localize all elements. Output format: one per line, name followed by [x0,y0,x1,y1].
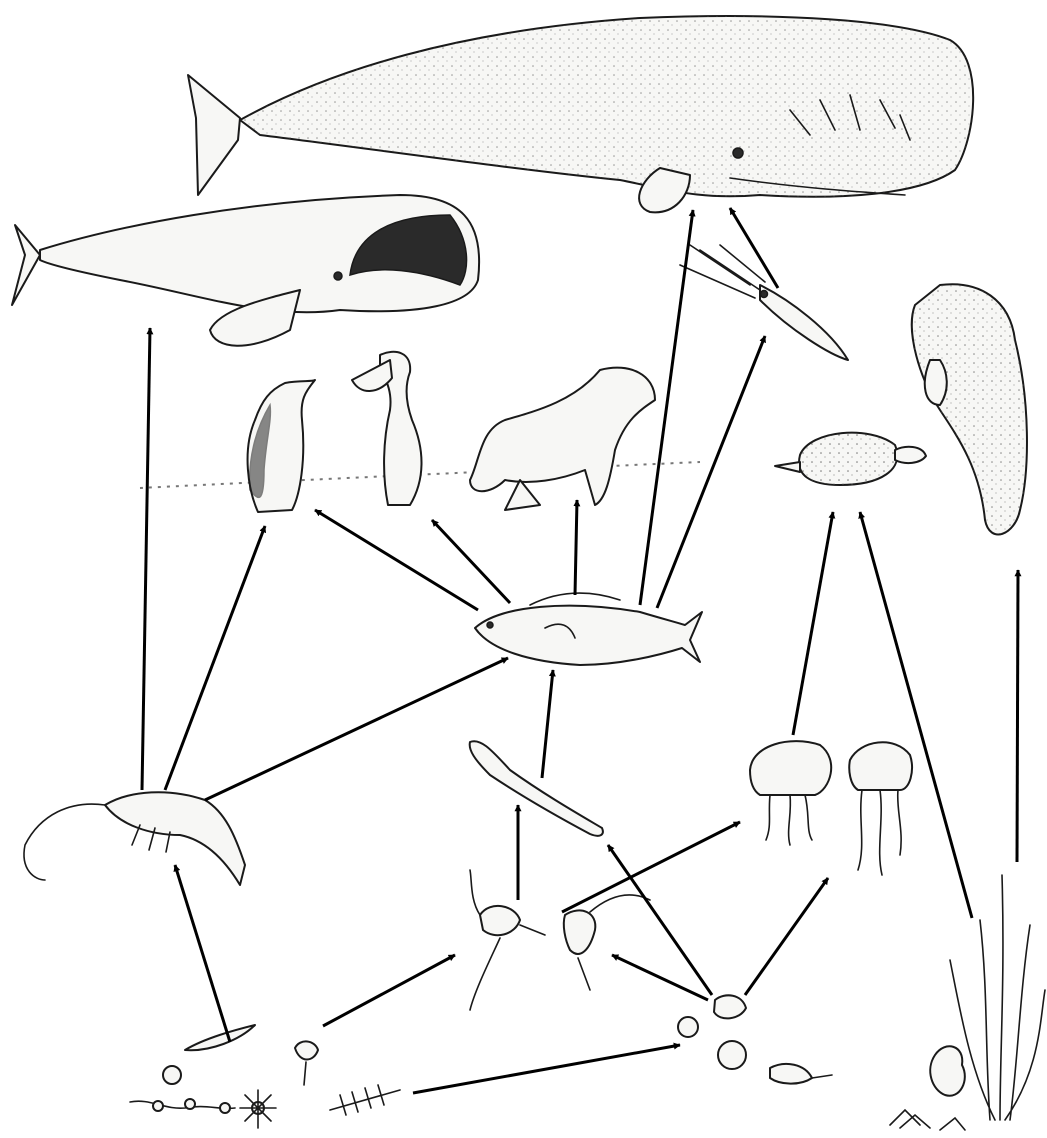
arrow-seagrass-to-sea-turtle [860,512,972,918]
arrow-seagrass-to-manatee [1017,570,1018,862]
arrow-phytoplankton-to-krill [175,865,230,1042]
arrow-fish-to-squid [657,336,765,608]
jellyfish-icon [750,741,912,875]
sea-turtle-icon [775,433,926,485]
pelican-icon [352,352,422,505]
arrow-fish-to-penguin [315,510,478,610]
arrow-krill-to-penguin [165,526,265,790]
arrow-krill-to-fish [205,658,508,800]
penguin-icon [248,380,315,512]
arrow-arrow-worm-to-fish [542,670,553,778]
phytoplankton-icon [130,1025,400,1128]
arrow-larvae-to-arrow-worm [608,845,712,995]
arrow-copepods-to-jellyfish [562,822,740,912]
copepod-icon [470,870,650,1010]
manatee-icon [912,284,1027,534]
krill-icon [24,792,245,885]
arrow-phytoplankton-to-copepods [323,955,455,1026]
arrow-larvae-to-copepods [612,955,708,1000]
arrow-worm-icon [470,741,603,836]
arrow-fish-to-sperm-whale [640,210,693,605]
larvae-icon [678,995,832,1083]
sea-lion-icon [470,368,655,510]
arrow-krill-to-baleen-whale [142,328,150,790]
arrow-phytoplankton-to-larvae [413,1045,680,1093]
baleen-whale-icon [12,195,479,346]
arrow-fish-to-sea-lion [575,500,577,595]
seagrass-icon [890,875,1045,1130]
arrow-larvae-to-jellyfish [745,878,828,995]
sperm-whale-icon [188,16,973,212]
arrow-jellyfish-to-sea-turtle [793,512,833,735]
